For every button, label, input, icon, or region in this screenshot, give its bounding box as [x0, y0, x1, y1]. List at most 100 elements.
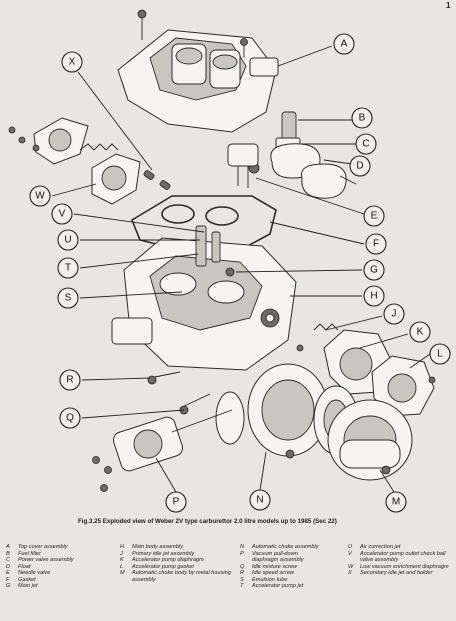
callout-A: A — [333, 33, 355, 55]
legend-column-3: N Automatic choke assembly P Vacuum pull-d… — [240, 544, 346, 590]
legend-desc: Accelerator pump outlet check ball valve… — [360, 550, 446, 564]
svg-text:J: J — [392, 309, 397, 320]
legend-desc: Accelerator pump diaphragm — [132, 557, 204, 563]
low-vacuum-enrichment-diaphragm — [8, 117, 141, 205]
callout-G: G — [363, 259, 385, 281]
legend-desc: Accelerator pump jet — [252, 583, 304, 589]
legend-desc: Power valve assembly — [18, 557, 74, 563]
legend-desc: Emulsion tube — [252, 576, 288, 583]
callout-Q: Q — [59, 407, 81, 429]
legend-item: K Accelerator pump diaphragm — [120, 557, 238, 564]
legend-desc: Main body assembly — [132, 544, 183, 550]
idle-screws — [147, 371, 211, 415]
legend-desc: Top cover assembly — [18, 544, 68, 550]
legend-item: F Gasket — [6, 577, 118, 584]
callout-H: H — [363, 285, 385, 307]
legend-key: K — [120, 557, 124, 563]
legend-key: V — [348, 550, 352, 557]
svg-text:C: C — [362, 139, 369, 150]
legend-key: J — [120, 550, 123, 557]
legend-key: E — [6, 570, 10, 576]
legend-item: P Vacuum pull-down diaphragm assembly — [240, 551, 346, 564]
page-number: 1 — [446, 1, 451, 10]
callout-D: D — [349, 155, 371, 177]
legend-desc: Air correction jet — [360, 544, 401, 550]
svg-text:L: L — [437, 349, 443, 360]
callout-J: J — [383, 303, 405, 325]
legend-key: U — [348, 544, 353, 550]
figure-caption: Fig.3.25 Exploded view of Weber 2V type … — [78, 518, 337, 525]
legend-item: C Power valve assembly — [6, 557, 118, 564]
legend-desc: Primary idle jet assembly — [132, 550, 195, 557]
legend-key: C — [6, 557, 11, 563]
legend-desc: Automatic choke body by metal housing as… — [132, 570, 231, 583]
legend-key: P — [240, 550, 244, 557]
legend-desc: Automatic choke assembly — [252, 544, 319, 550]
legend-key: H — [120, 544, 125, 550]
legend-desc: Secondary idle jet and holder — [360, 570, 433, 576]
legend-key: M — [120, 570, 125, 576]
legend-item: V Accelerator pump outlet check ball valv… — [348, 551, 452, 564]
legend-desc: Main jet — [18, 583, 38, 589]
svg-text:W: W — [35, 191, 45, 202]
legend-desc: Gasket — [18, 576, 36, 583]
callout-N: N — [249, 489, 271, 511]
float — [270, 143, 357, 199]
legend-key: X — [348, 570, 352, 576]
callout-S: S — [57, 287, 79, 309]
svg-text:F: F — [373, 239, 379, 250]
callout-T: T — [57, 257, 79, 279]
svg-text:G: G — [370, 265, 378, 276]
callout-L: L — [429, 343, 451, 365]
callout-B: B — [351, 107, 373, 129]
callout-U: U — [57, 229, 79, 251]
legend-key: W — [348, 563, 354, 570]
legend-item: H Main body assembly — [120, 544, 238, 551]
callout-M: M — [385, 491, 407, 513]
legend-item: N Automatic choke assembly — [240, 544, 346, 551]
legend-item: M Automatic choke body by metal housing a… — [120, 570, 238, 583]
legend-key: F — [6, 576, 10, 583]
svg-text:H: H — [370, 291, 377, 302]
legend-column-4: U Air correction jet V Accelerator pump ou… — [348, 544, 452, 577]
automatic-choke-housing — [215, 363, 413, 481]
svg-text:E: E — [371, 211, 378, 222]
legend-key: L — [120, 563, 124, 570]
legend-desc: Float — [18, 563, 31, 570]
callout-C: C — [355, 133, 377, 155]
legend-desc: Low vacuum enrichment diaphragm — [360, 563, 449, 570]
svg-text:M: M — [392, 497, 400, 508]
main-body-assembly — [111, 225, 297, 371]
legend-column-2: H Main body assembly J Primary idle jet as… — [120, 544, 238, 583]
svg-text:P: P — [173, 497, 180, 508]
callout-R: R — [59, 369, 81, 391]
callout-E: E — [363, 205, 385, 227]
legend-item: U Air correction jet — [348, 544, 452, 551]
svg-text:N: N — [256, 495, 263, 506]
legend-item: X Secondary idle jet and holder — [348, 570, 452, 577]
svg-text:U: U — [64, 235, 71, 246]
callout-V: V — [51, 203, 73, 225]
legend-desc: Vacuum pull-down diaphragm assembly — [252, 550, 304, 564]
leader-lines — [51, 45, 431, 493]
accelerator-pump — [296, 323, 436, 417]
legend-item: W Low vacuum enrichment diaphragm — [348, 564, 452, 571]
exploded-carburettor-diagram: A B C D E F G H J K L M N P Q R S T U V … — [8, 9, 451, 513]
legend-key: S — [240, 576, 244, 583]
callout-W: W — [29, 185, 51, 207]
legend-key: N — [240, 544, 245, 550]
callout-F: F — [365, 233, 387, 255]
svg-text:R: R — [66, 375, 73, 386]
svg-text:S: S — [65, 293, 72, 304]
legend-desc: Fuel filter — [18, 550, 42, 557]
legend-item: S Emulsion tube — [240, 577, 346, 584]
legend-desc: Idle mixture screw — [252, 563, 298, 570]
